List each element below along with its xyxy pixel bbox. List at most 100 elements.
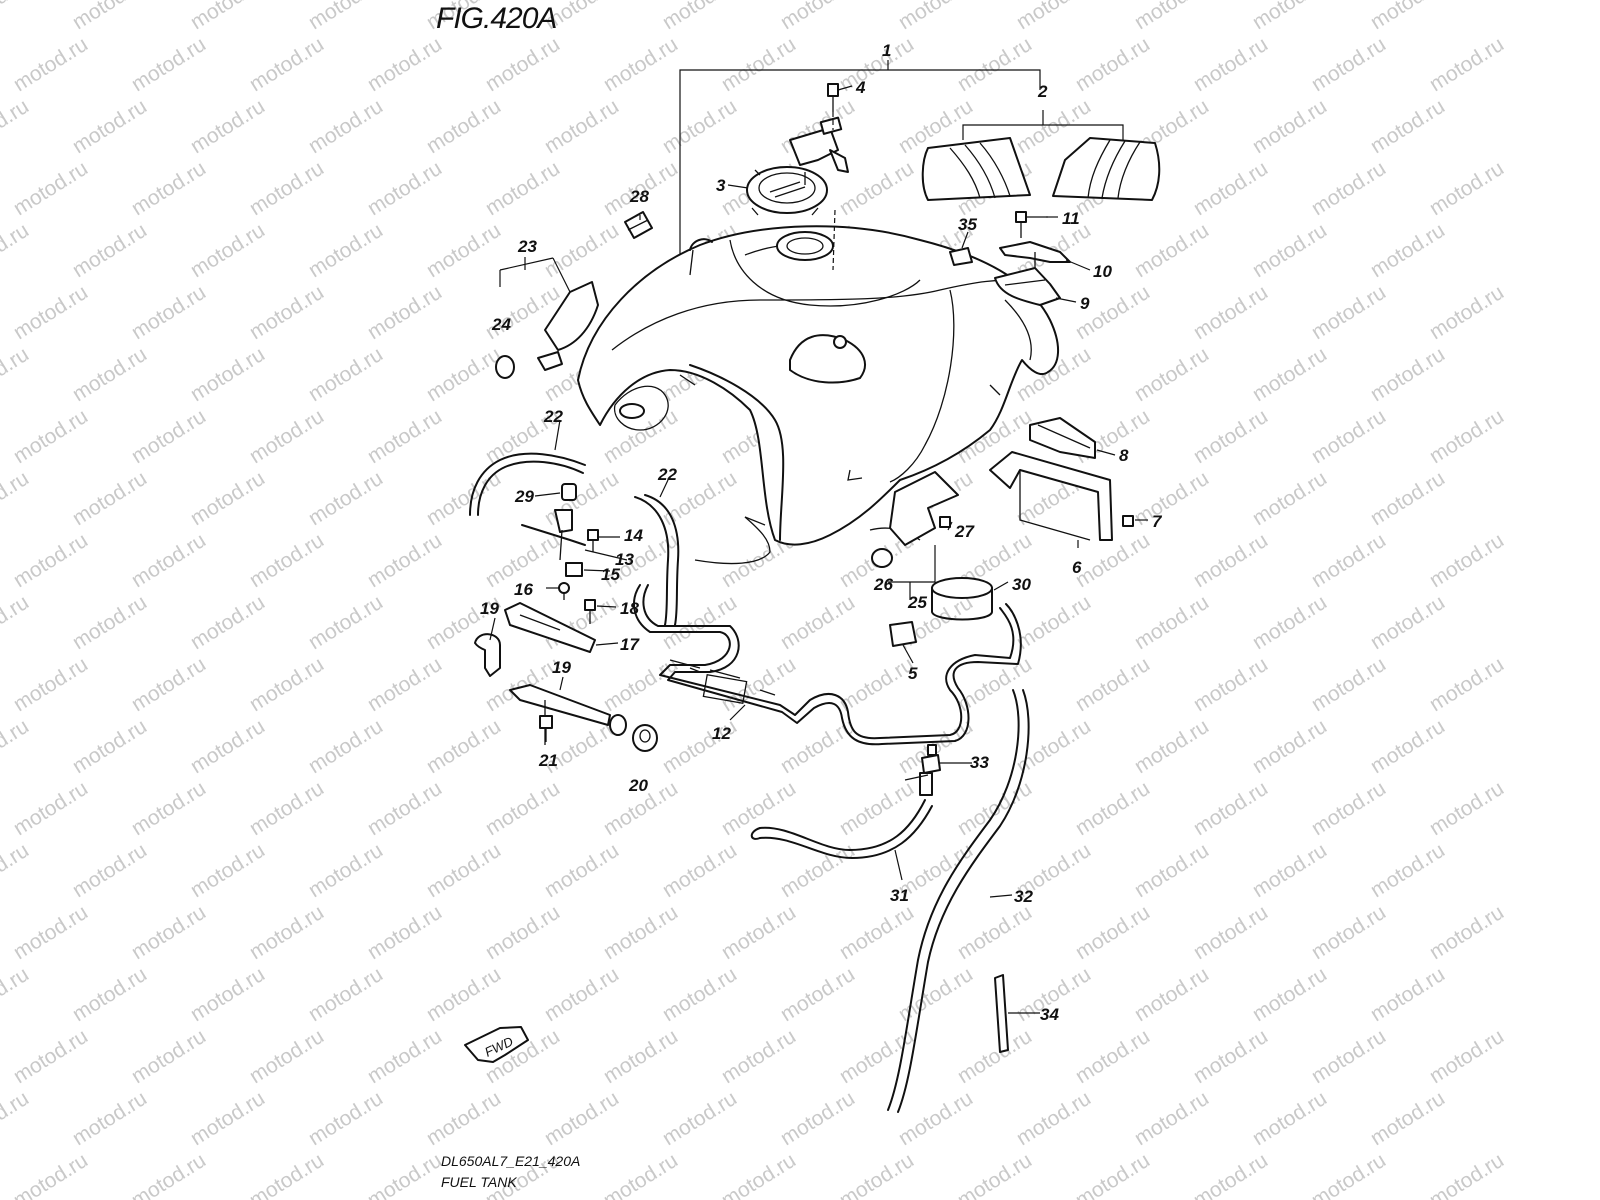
watermark-text: motod.ru	[1307, 1149, 1389, 1200]
figure-title: FIG.420A	[436, 2, 557, 35]
watermark-text: motod.ru	[717, 1025, 799, 1088]
watermark-text: motod.ru	[0, 963, 33, 1026]
watermark-text: motod.ru	[304, 95, 386, 158]
watermark-text: motod.ru	[68, 343, 150, 406]
watermark-text: motod.ru	[304, 219, 386, 282]
callout-31: 31	[890, 886, 909, 905]
watermark-text: motod.ru	[68, 467, 150, 530]
watermark-text: motod.ru	[1307, 33, 1389, 96]
watermark-text: motod.ru	[540, 95, 622, 158]
watermark-text: motod.ru	[1189, 529, 1271, 592]
watermark-text: motod.ru	[1012, 715, 1094, 778]
watermark-text: motod.ru	[1366, 219, 1448, 282]
watermark-text: motod.ru	[658, 839, 740, 902]
watermark-text: motod.ru	[540, 1087, 622, 1150]
callout-9: 9	[1080, 294, 1090, 313]
callout-26: 26	[873, 575, 893, 594]
callout-19-clamp: 19	[480, 599, 499, 618]
watermark-text: motod.ru	[599, 1025, 681, 1088]
watermark-text: motod.ru	[481, 157, 563, 220]
callout-10: 10	[1093, 262, 1112, 281]
watermark-text: motod.ru	[717, 653, 799, 716]
model-code: DL650AL7_E21_420A	[441, 1153, 581, 1169]
watermark-text: motod.ru	[1425, 33, 1507, 96]
watermark-text: motod.ru	[1189, 1025, 1271, 1088]
callout-33: 33	[970, 753, 989, 772]
watermark-text: motod.ru	[1130, 591, 1212, 654]
knee-pads-drawing	[921, 137, 1161, 201]
watermark-text: motod.ru	[422, 219, 504, 282]
watermark-text: motod.ru	[1130, 219, 1212, 282]
watermark-text: motod.ru	[127, 777, 209, 840]
watermark-text: motod.ru	[1189, 1149, 1271, 1200]
watermark-text: motod.ru	[1425, 1149, 1507, 1200]
watermark-text: motod.ru	[1071, 1149, 1153, 1200]
watermark-text: motod.ru	[599, 33, 681, 96]
watermark-text: motod.ru	[9, 1025, 91, 1088]
watermark-text: motod.ru	[0, 1087, 33, 1150]
hoses-drawing	[464, 417, 1134, 1113]
watermark-text: motod.ru	[9, 33, 91, 96]
watermark-text: motod.ru	[245, 901, 327, 964]
watermark-text: motod.ru	[540, 963, 622, 1026]
watermark-text: motod.ru	[1130, 715, 1212, 778]
watermark-text: motod.ru	[186, 839, 268, 902]
callout-14: 14	[624, 526, 643, 545]
watermark-text: motod.ru	[9, 777, 91, 840]
callout-18: 18	[620, 599, 639, 618]
watermark-text: motod.ru	[599, 1149, 681, 1200]
watermark-text: motod.ru	[481, 777, 563, 840]
callout-32: 32	[1014, 887, 1033, 906]
watermark-text: motod.ru	[1248, 715, 1330, 778]
watermark-text: motod.ru	[1307, 777, 1389, 840]
watermark-text: motod.ru	[186, 963, 268, 1026]
watermark-text: motod.ru	[776, 963, 858, 1026]
watermark-text: motod.ru	[1366, 0, 1448, 34]
watermark-text: motod.ru	[1248, 591, 1330, 654]
watermark-text: motod.ru	[245, 33, 327, 96]
watermark-text: motod.ru	[1071, 33, 1153, 96]
watermark-text: motod.ru	[127, 653, 209, 716]
watermark-text: motod.ru	[1425, 653, 1507, 716]
watermark-text: motod.ru	[1130, 1087, 1212, 1150]
watermark-text: motod.ru	[717, 901, 799, 964]
watermark-text: motod.ru	[422, 343, 504, 406]
watermark-text: motod.ru	[1189, 653, 1271, 716]
watermark-text: motod.ru	[304, 591, 386, 654]
watermark-text: motod.ru	[127, 901, 209, 964]
watermark-text: motod.ru	[1248, 963, 1330, 1026]
watermark-text: motod.ru	[186, 591, 268, 654]
callout-12: 12	[712, 724, 731, 743]
callout-5: 5	[908, 664, 918, 683]
watermark-text: motod.ru	[481, 901, 563, 964]
callout-27: 27	[954, 522, 975, 541]
watermark-text: motod.ru	[68, 839, 150, 902]
watermark-text: motod.ru	[245, 653, 327, 716]
watermark-text: motod.ru	[186, 0, 268, 34]
watermark-text: motod.ru	[658, 591, 740, 654]
watermark-text: motod.ru	[422, 1087, 504, 1150]
callout-23: 23	[517, 237, 537, 256]
watermark-text: motod.ru	[599, 901, 681, 964]
watermark-text: motod.ru	[1425, 1025, 1507, 1088]
callout-3: 3	[716, 176, 726, 195]
watermark-text: motod.ru	[127, 529, 209, 592]
watermark-text: motod.ru	[1189, 405, 1271, 468]
watermark-text: motod.ru	[0, 591, 33, 654]
watermark-text: motod.ru	[658, 963, 740, 1026]
watermark-text: motod.ru	[894, 0, 976, 34]
watermark-text: motod.ru	[363, 529, 445, 592]
watermark-text: motod.ru	[363, 1149, 445, 1200]
watermark-text: motod.ru	[0, 95, 33, 158]
watermark-text: motod.ru	[1130, 467, 1212, 530]
callout-15: 15	[601, 565, 620, 584]
watermark-text: motod.ru	[363, 901, 445, 964]
watermark-text: motod.ru	[1189, 901, 1271, 964]
callout-11: 11	[1062, 209, 1080, 228]
watermark-text: motod.ru	[304, 1087, 386, 1150]
callout-16: 16	[514, 580, 533, 599]
watermark-text: motod.ru	[1248, 95, 1330, 158]
callout-21: 21	[538, 751, 558, 770]
watermark-text: motod.ru	[9, 653, 91, 716]
watermark-text: motod.ru	[894, 1087, 976, 1150]
